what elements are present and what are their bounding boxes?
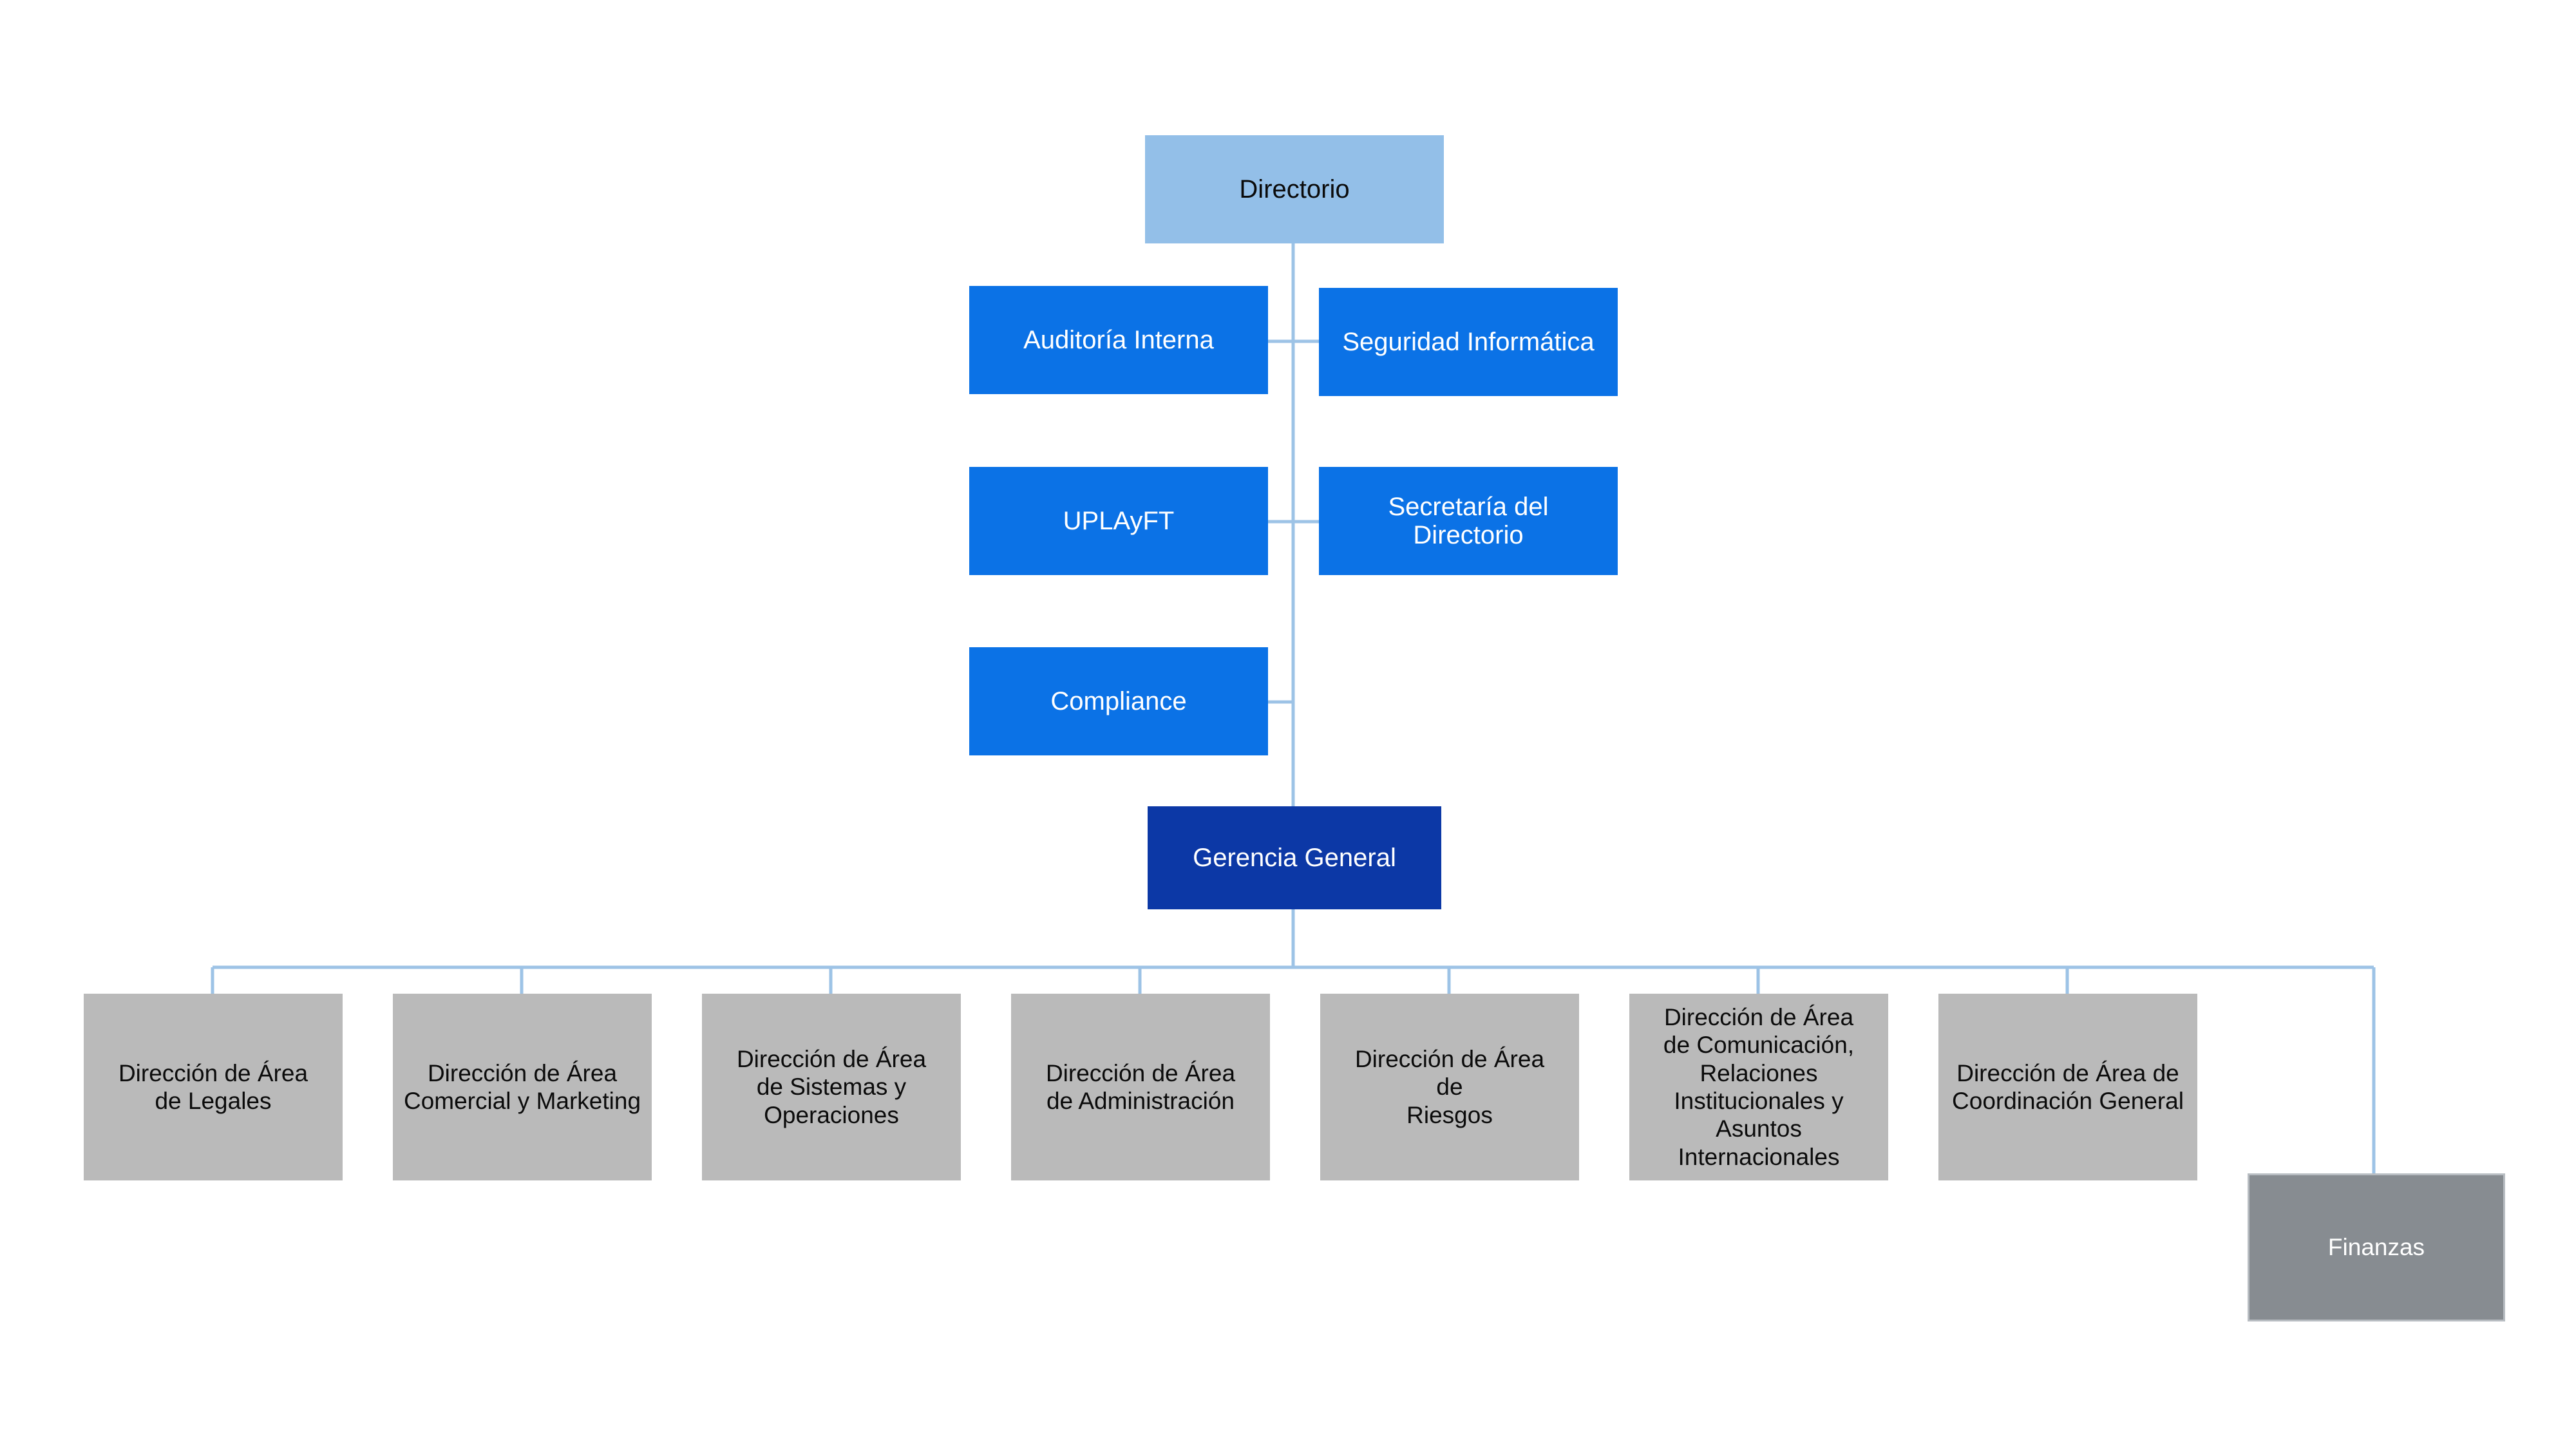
department-legales-box: Dirección de Área de Legales xyxy=(84,994,343,1180)
auditoria-interna-label: Auditoría Interna xyxy=(1023,326,1214,354)
finanzas-label: Finanzas xyxy=(2327,1233,2425,1260)
department-riesgos-box: Dirección de Área de Riesgos xyxy=(1320,994,1579,1180)
secretaria-directorio-label: Secretaría del Directorio xyxy=(1388,493,1549,549)
department-label: Dirección de Área de Sistemas y Operacio… xyxy=(736,1046,927,1128)
finanzas-box: Finanzas xyxy=(2248,1173,2505,1321)
uplayft-box: UPLAyFT xyxy=(969,467,1268,575)
compliance-label: Compliance xyxy=(1050,687,1187,715)
department-label: Dirección de Área de Legales xyxy=(118,1059,308,1114)
department-label: Dirección de Área de Riesgos xyxy=(1354,1046,1545,1128)
seguridad-informatica-box: Seguridad Informática xyxy=(1319,288,1618,396)
department-label: Dirección de Área de Administración xyxy=(1045,1059,1236,1114)
directorio-box: Directorio xyxy=(1145,135,1444,243)
gerencia-general-box: Gerencia General xyxy=(1148,806,1441,909)
seguridad-informatica-label: Seguridad Informática xyxy=(1342,328,1595,356)
department-sistemas-box: Dirección de Área de Sistemas y Operacio… xyxy=(702,994,961,1180)
compliance-box: Compliance xyxy=(969,647,1268,755)
department-coordinacion-box: Dirección de Área de Coordinación Genera… xyxy=(1938,994,2197,1180)
department-administracion-box: Dirección de Área de Administración xyxy=(1011,994,1270,1180)
department-label: Dirección de Área de Comunicación, Relac… xyxy=(1663,1004,1855,1170)
directorio-label: Directorio xyxy=(1239,175,1350,204)
gerencia-general-label: Gerencia General xyxy=(1193,844,1396,872)
department-comercial-box: Dirección de Área Comercial y Marketing xyxy=(393,994,652,1180)
uplayft-label: UPLAyFT xyxy=(1063,507,1175,535)
secretaria-directorio-box: Secretaría del Directorio xyxy=(1319,467,1618,575)
department-label: Dirección de Área Comercial y Marketing xyxy=(403,1059,641,1114)
auditoria-interna-box: Auditoría Interna xyxy=(969,286,1268,394)
department-comunicacion-box: Dirección de Área de Comunicación, Relac… xyxy=(1629,994,1888,1180)
department-label: Dirección de Área de Coordinación Genera… xyxy=(1952,1059,2184,1114)
